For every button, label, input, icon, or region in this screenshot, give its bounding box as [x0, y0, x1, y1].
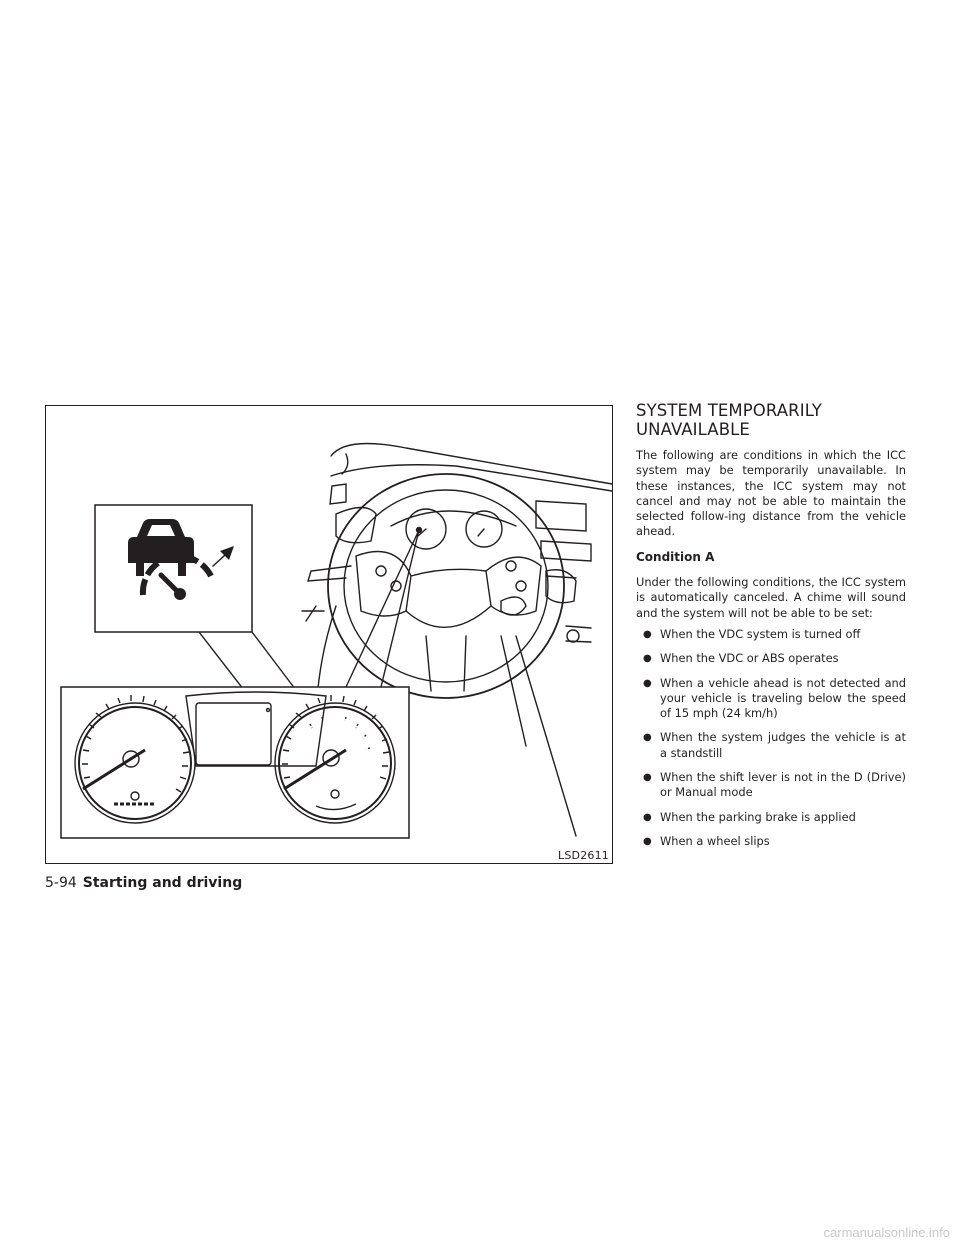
lead-paragraph: Under the following conditions, the ICC …	[636, 575, 906, 620]
list-item: ●When a vehicle ahead is not detected an…	[643, 675, 906, 721]
bullet-icon: ●	[643, 835, 652, 847]
list-item: ●When the system judges the vehicle is a…	[643, 730, 906, 760]
icc-system-warning-icon	[128, 519, 234, 600]
bullet-icon: ●	[643, 772, 652, 784]
dashboard-illustration	[60, 442, 613, 839]
list-item: ●When the shift lever is not in the D (D…	[643, 770, 906, 800]
section-heading: SYSTEM TEMPORARILY UNAVAILABLE	[636, 401, 822, 439]
page-footer: 5-94 Starting and driving	[45, 875, 242, 891]
bullet-icon: ●	[643, 732, 652, 744]
section-title: Starting and driving	[82, 875, 243, 891]
page-number: 5-94	[45, 875, 77, 891]
illustration-figure: LSD2611	[45, 405, 613, 864]
list-item: ●When a wheel slips	[643, 833, 770, 848]
bullet-icon: ●	[643, 653, 652, 665]
condition-heading: Condition A	[636, 549, 715, 564]
condition-list: ●When the VDC system is turned off ●When…	[636, 627, 906, 849]
intro-paragraph: The following are conditions in which th…	[636, 448, 906, 539]
instrument-cluster-illustration	[74, 691, 396, 824]
figure-code: LSD2611	[558, 849, 609, 862]
list-item: ●When the VDC or ABS operates	[643, 651, 839, 666]
section-text: SYSTEM TEMPORARILY UNAVAILABLE The follo…	[636, 401, 906, 858]
watermark: carmanualsonline.info	[823, 1225, 950, 1240]
list-item: ●When the VDC system is turned off	[643, 626, 861, 641]
bullet-icon: ●	[643, 628, 652, 640]
bullet-icon: ●	[643, 811, 652, 823]
list-item: ●When the parking brake is applied	[643, 809, 856, 824]
bullet-icon: ●	[643, 677, 652, 689]
